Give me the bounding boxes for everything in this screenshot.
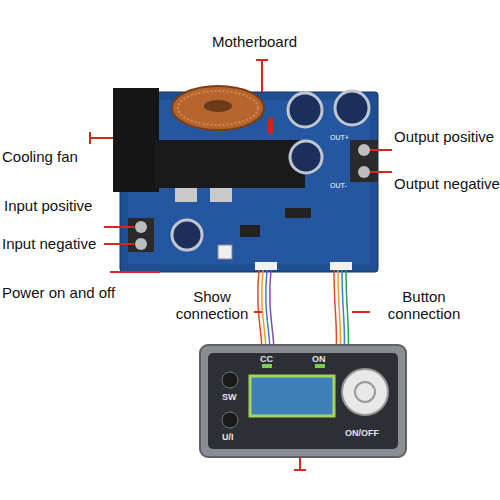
connector: [255, 262, 277, 270]
part-name: Button connection: [372, 288, 476, 322]
terminal-screw: [135, 238, 147, 250]
inductor: [172, 86, 264, 130]
knob-mark: [355, 382, 375, 402]
chip: [285, 208, 311, 218]
connector: [218, 245, 232, 259]
panel-marking: SW: [222, 392, 237, 402]
pcb-marking: OUT+: [330, 134, 349, 142]
indicator-led: [315, 364, 325, 368]
sw-button: [222, 372, 238, 388]
panel-face: [208, 353, 398, 449]
part-name: Output positive: [394, 128, 494, 145]
part-name: Input negative: [2, 235, 96, 252]
transistor: [210, 188, 232, 202]
resistor: [268, 118, 274, 134]
display-panel: [200, 345, 406, 457]
panel-marking: ON/OFF: [345, 428, 379, 438]
connector: [330, 262, 352, 270]
inductor-coil: [178, 91, 258, 125]
output-terminal: [350, 140, 378, 182]
transistor: [175, 188, 197, 202]
heatsink-bar: [155, 140, 305, 188]
terminal-screw: [358, 144, 370, 156]
lcd-screen: [250, 376, 334, 416]
capacitor: [172, 220, 202, 250]
capacitor: [290, 141, 322, 173]
rotary-knob: [342, 369, 388, 415]
ribbon-wires: [258, 270, 349, 352]
pcb-marking: OUT-: [330, 182, 347, 190]
chip: [240, 225, 260, 237]
terminal-screw: [358, 166, 370, 178]
indicator-led: [262, 364, 272, 368]
terminal-screw: [135, 221, 147, 233]
part-name: Motherboard: [212, 33, 297, 50]
part-name: Input positive: [4, 197, 92, 214]
panel-marking: ON: [312, 354, 326, 364]
inductor-core: [204, 100, 232, 112]
panel-marking: CC: [260, 354, 273, 364]
capacitor: [335, 91, 369, 125]
capacitor: [288, 93, 322, 127]
ui-button: [222, 412, 238, 428]
part-name: Output negative: [394, 175, 500, 192]
part-name: Power on and off: [2, 284, 115, 301]
part-name: Cooling fan: [2, 148, 78, 165]
part-name: Show connection: [168, 288, 256, 322]
cooling-fan: [113, 88, 159, 192]
panel-marking: U/I: [222, 432, 234, 442]
input-terminal: [128, 218, 154, 252]
leader-lines: [90, 60, 392, 470]
